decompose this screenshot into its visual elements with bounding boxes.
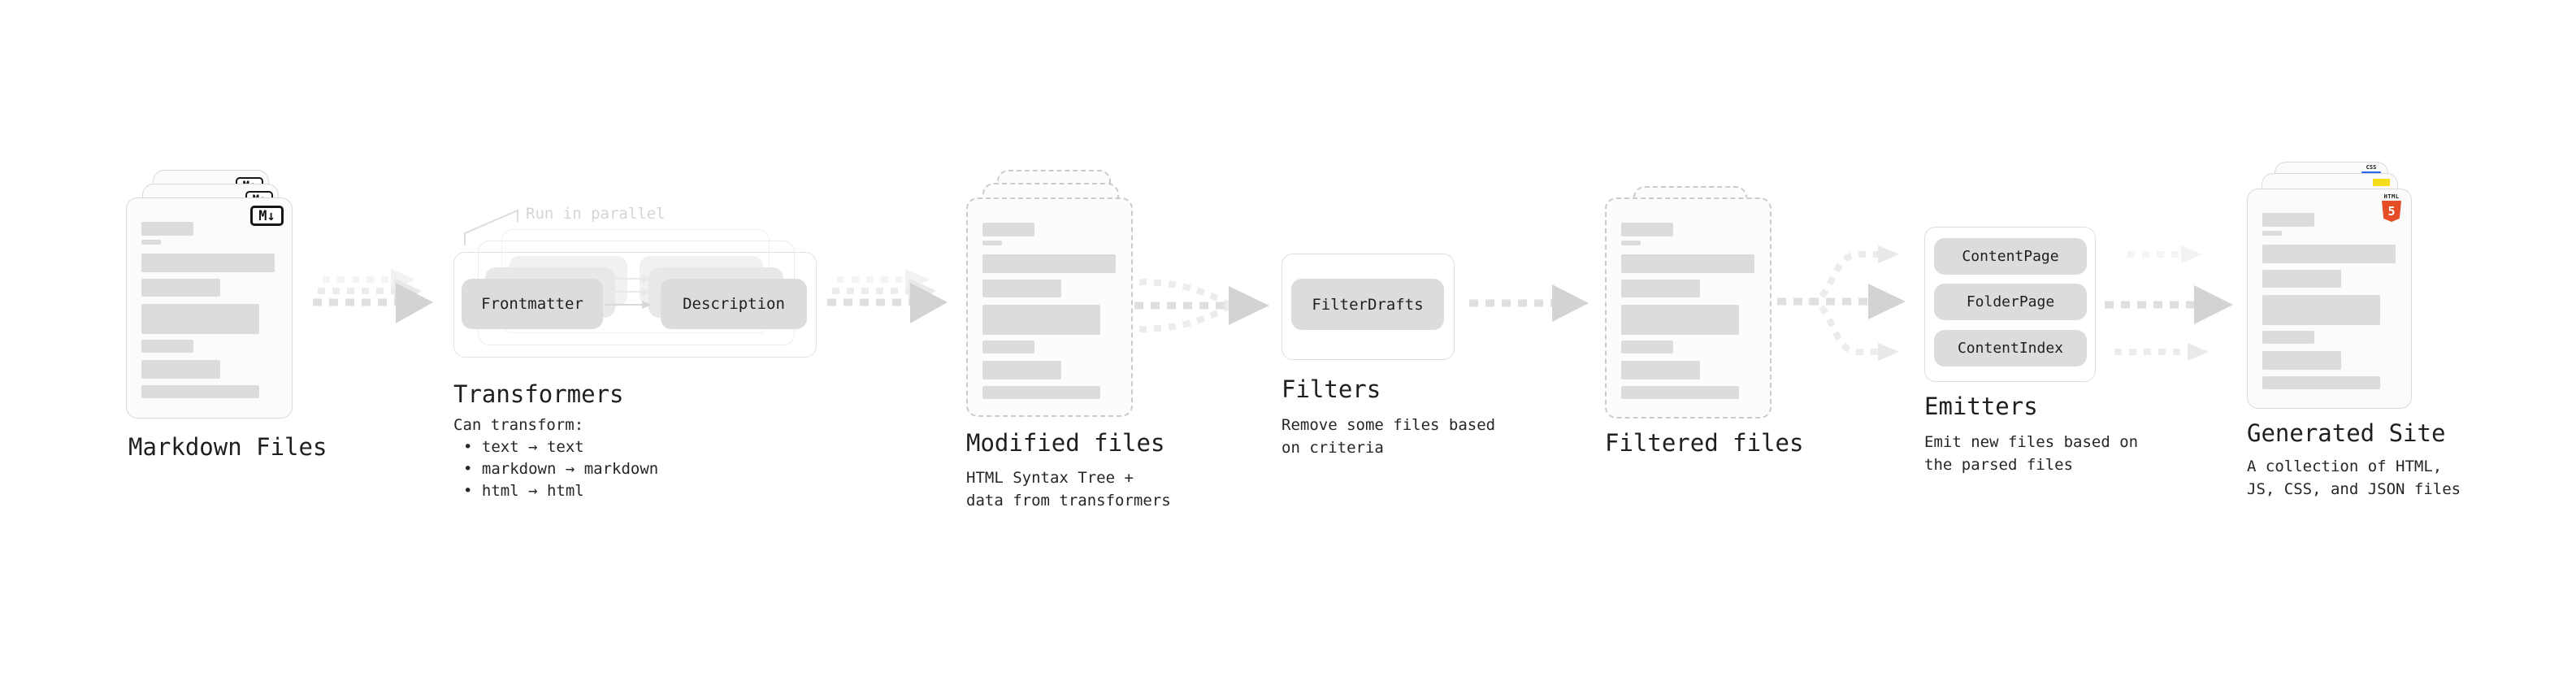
text-placeholder-bar bbox=[2262, 295, 2380, 325]
markdown-icon: M↓ bbox=[250, 206, 284, 226]
stage-label-filtered-files: Filtered files bbox=[1605, 429, 1804, 457]
text-placeholder-bar bbox=[2262, 331, 2314, 344]
stage-filtered-files: Filtered files bbox=[1605, 186, 1832, 479]
modified-files-caption: HTML Syntax Tree + data from transformer… bbox=[966, 469, 1171, 510]
stage-label-filters: Filters bbox=[1281, 375, 1381, 403]
text-placeholder-bar bbox=[1621, 223, 1673, 236]
transformers-bullet-list: • text → text • markdown → markdown • ht… bbox=[463, 436, 658, 502]
stage-label-markdown-files: Markdown Files bbox=[128, 433, 327, 461]
run-in-parallel-annotation: Run in parallel bbox=[526, 205, 666, 223]
text-placeholder-bar bbox=[141, 304, 259, 334]
text-placeholder-bar bbox=[141, 222, 193, 236]
text-placeholder-bar bbox=[141, 360, 220, 379]
text-placeholder-bar bbox=[1621, 305, 1739, 335]
filtered-file-card-front bbox=[1605, 197, 1772, 419]
text-placeholder-bar bbox=[982, 305, 1100, 335]
text-placeholder-bar bbox=[2262, 376, 2380, 389]
filters-caption: Remove some files based on criteria bbox=[1281, 416, 1496, 457]
emitters-caption: Emit new files based on the parsed files bbox=[1924, 433, 2139, 474]
text-placeholder-bar bbox=[1621, 254, 1754, 273]
bullet-item: • html → html bbox=[463, 482, 584, 500]
text-placeholder-bar bbox=[2262, 270, 2341, 288]
stage-label-generated-site: Generated Site bbox=[2247, 419, 2446, 447]
arrow-filtered-to-emitters bbox=[1777, 245, 1906, 361]
stage-filters: FilterDrafts Filters Remove some files b… bbox=[1281, 254, 1525, 481]
text-placeholder-bar bbox=[141, 254, 275, 272]
stage-markdown-files: M↓ M↓ M↓ Markdown Files bbox=[126, 170, 353, 495]
folderpage-box: FolderPage bbox=[1934, 284, 2087, 320]
stage-label-modified-files: Modified files bbox=[966, 429, 1165, 457]
modified-file-card-front bbox=[966, 197, 1133, 417]
generated-site-caption: A collection of HTML, JS, CSS, and JSON … bbox=[2247, 458, 2461, 498]
arrow-filters-to-filtered bbox=[1469, 284, 1589, 322]
text-placeholder-bar bbox=[1621, 280, 1700, 297]
stage-transformers: Run in parallel Frontmatter Description … bbox=[453, 203, 827, 512]
stage-emitters: ContentPage FolderPage ContentIndex Emit… bbox=[1924, 227, 2168, 487]
text-placeholder-bar bbox=[2262, 213, 2314, 227]
text-placeholder-bar bbox=[1621, 241, 1641, 245]
html5-icon: HTML 5 bbox=[2382, 193, 2401, 222]
text-placeholder-bar bbox=[2262, 351, 2341, 370]
text-placeholder-bar bbox=[982, 280, 1061, 297]
frontmatter-box: Frontmatter bbox=[462, 279, 603, 329]
stage-generated-site: CSS HTML 5 Generated Site A collection o… bbox=[2247, 162, 2491, 519]
annotation-leader-line bbox=[464, 209, 518, 245]
stage-label-transformers: Transformers bbox=[453, 380, 624, 408]
description-box: Description bbox=[661, 279, 807, 329]
arrow-emitters-to-generated bbox=[2105, 245, 2233, 361]
text-placeholder-bar bbox=[982, 241, 1002, 245]
contentindex-box: ContentIndex bbox=[1934, 330, 2087, 367]
generated-html-card: HTML 5 bbox=[2247, 189, 2412, 409]
bullet-item: • text → text bbox=[463, 438, 584, 456]
transformer-flow-arrows bbox=[605, 275, 652, 309]
text-placeholder-bar bbox=[1621, 340, 1673, 354]
markdown-file-card-front: M↓ bbox=[126, 197, 293, 419]
text-placeholder-bar bbox=[1621, 361, 1700, 380]
contentpage-box: ContentPage bbox=[1934, 238, 2087, 275]
text-placeholder-bar bbox=[982, 386, 1100, 399]
js-icon bbox=[2373, 179, 2390, 186]
text-placeholder-bar bbox=[982, 340, 1034, 354]
text-placeholder-bar bbox=[141, 385, 259, 398]
transformer-group-box-front bbox=[453, 252, 817, 358]
stage-label-emitters: Emitters bbox=[1924, 393, 2038, 420]
text-placeholder-bar bbox=[982, 254, 1116, 273]
text-placeholder-bar bbox=[982, 223, 1034, 236]
text-placeholder-bar bbox=[1621, 386, 1739, 399]
bullet-item: • markdown → markdown bbox=[463, 460, 659, 478]
arrow-transformers-to-modified bbox=[827, 269, 948, 323]
text-placeholder-bar bbox=[141, 340, 193, 353]
arrow-modified-to-filters bbox=[1134, 279, 1269, 332]
filterdrafts-box: FilterDrafts bbox=[1291, 279, 1444, 330]
text-placeholder-bar bbox=[141, 279, 220, 297]
arrow-markdown-to-transformers bbox=[313, 269, 433, 323]
text-placeholder-bar bbox=[141, 240, 161, 245]
transformers-caption-heading: Can transform: bbox=[453, 416, 584, 434]
text-placeholder-bar bbox=[982, 361, 1061, 380]
text-placeholder-bar bbox=[2262, 245, 2396, 263]
text-placeholder-bar bbox=[2262, 231, 2282, 236]
stage-modified-files: Modified files HTML Syntax Tree + data f… bbox=[966, 170, 1194, 519]
